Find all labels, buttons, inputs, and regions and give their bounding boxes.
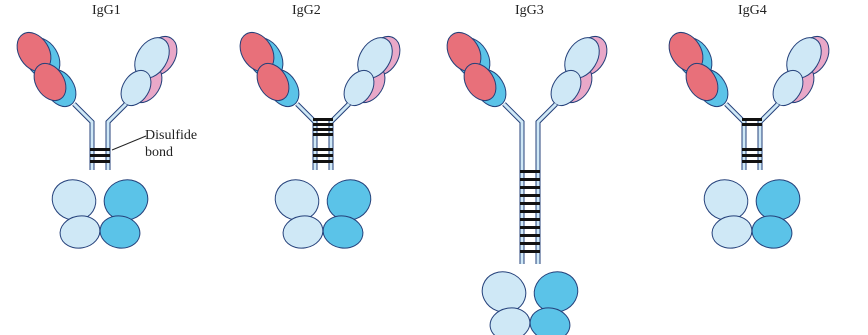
hinge-right-strand-fill xyxy=(108,104,126,170)
hinge-right-strand xyxy=(538,104,556,264)
antibody-igg4 xyxy=(662,26,836,251)
upper-disulfide-bond xyxy=(742,118,762,121)
upper-disulfide-bond xyxy=(742,123,762,126)
lower-disulfide-bond xyxy=(520,210,540,213)
lower-disulfide-bond xyxy=(742,154,762,157)
lower-disulfide-bond xyxy=(520,178,540,181)
fc-ch3-left xyxy=(710,213,755,251)
lower-disulfide-bond xyxy=(520,202,540,205)
hinge-left-strand-fill xyxy=(74,104,92,170)
lower-disulfide-bond xyxy=(520,226,540,229)
hinge-right-strand-fill xyxy=(760,104,778,170)
lower-disulfide-bond xyxy=(742,148,762,151)
upper-disulfide-bond xyxy=(313,133,333,136)
upper-disulfide-bond xyxy=(313,128,333,131)
antibody-igg3 xyxy=(440,26,614,335)
lower-disulfide-bond xyxy=(90,160,110,163)
lower-disulfide-bond xyxy=(90,148,110,151)
fc-ch3-right xyxy=(321,213,366,251)
fc-ch3-right xyxy=(750,213,795,251)
lower-disulfide-bond xyxy=(520,218,540,221)
lower-disulfide-bond xyxy=(520,234,540,237)
hinge-left-strand-fill xyxy=(297,104,315,170)
lower-disulfide-bond xyxy=(520,186,540,189)
hinge-left-strand-fill xyxy=(726,104,744,170)
annotation-leader-line xyxy=(112,136,146,150)
lower-disulfide-bond xyxy=(742,160,762,163)
lower-disulfide-bond xyxy=(520,250,540,253)
fc-ch3-left xyxy=(281,213,326,251)
fc-ch3-right xyxy=(98,213,143,251)
antibody-igg2 xyxy=(233,26,407,251)
hinge-right-strand-fill xyxy=(331,104,349,170)
upper-disulfide-bond xyxy=(313,123,333,126)
fc-ch3-left xyxy=(58,213,103,251)
hinge-left-strand xyxy=(504,104,522,264)
lower-disulfide-bond xyxy=(520,194,540,197)
lower-disulfide-bond xyxy=(520,242,540,245)
hinge-left-strand-fill xyxy=(504,104,522,264)
lower-disulfide-bond xyxy=(90,154,110,157)
lower-disulfide-bond xyxy=(313,148,333,151)
lower-disulfide-bond xyxy=(520,170,540,173)
antibody-igg1 xyxy=(10,26,184,251)
lower-disulfide-bond xyxy=(313,160,333,163)
lower-disulfide-bond xyxy=(313,154,333,157)
upper-disulfide-bond xyxy=(313,118,333,121)
hinge-right-strand-fill xyxy=(538,104,556,264)
